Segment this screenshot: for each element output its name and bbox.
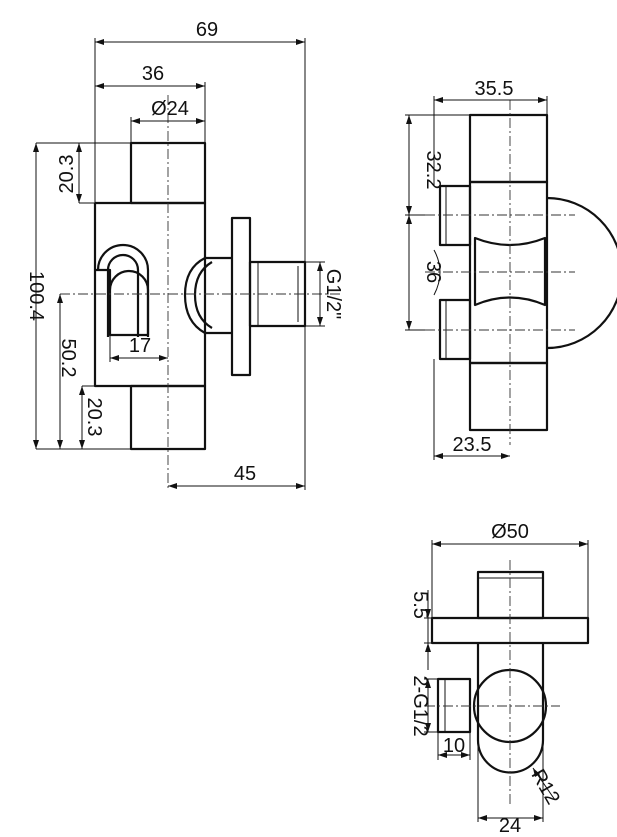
top-view: Ø50 5.5 2-G1/2 10 24 R12 bbox=[409, 521, 590, 837]
front-neck-connect bbox=[205, 256, 232, 335]
side-flange-arc bbox=[546, 196, 617, 350]
front-dim-body-width: 36 bbox=[142, 63, 164, 85]
top-dim-inlet-length: 10 bbox=[443, 735, 465, 757]
front-slot-inner bbox=[106, 253, 140, 337]
front-neck bbox=[183, 257, 206, 334]
front-dim-outlet-reach: 45 bbox=[234, 463, 256, 485]
top-body bbox=[476, 643, 545, 774]
top-inlet bbox=[436, 677, 472, 734]
top-flange bbox=[430, 616, 590, 645]
side-dim-upper: 32.2 bbox=[422, 151, 444, 190]
side-inlet-upper bbox=[438, 184, 472, 247]
front-dim-height-total: 100.4 bbox=[25, 271, 47, 321]
side-dimensions bbox=[405, 96, 548, 460]
front-dimensions bbox=[33, 38, 325, 490]
top-dim-inlet-thread: 2-G1/2 bbox=[409, 675, 431, 736]
top-outlet bbox=[476, 570, 545, 620]
side-waist bbox=[473, 236, 547, 307]
front-main-body bbox=[93, 201, 207, 388]
top-dim-flange-thickness: 5.5 bbox=[409, 591, 431, 619]
front-dim-overall-width: 69 bbox=[196, 19, 218, 41]
front-dim-top-cap: 20.3 bbox=[56, 155, 78, 194]
front-dim-lower-span: 50.2 bbox=[57, 339, 79, 378]
front-slot bbox=[96, 243, 150, 337]
side-dim-overall-width: 35.5 bbox=[475, 78, 514, 100]
side-bottom-cap bbox=[468, 361, 549, 432]
side-body bbox=[468, 180, 549, 365]
front-dim-bottom-cap: 20.3 bbox=[83, 398, 105, 437]
top-dim-radius: R12 bbox=[526, 766, 563, 809]
top-dimensions bbox=[424, 540, 589, 822]
side-dim-depth: 23.5 bbox=[453, 434, 492, 456]
top-dim-flange-diameter: Ø50 bbox=[491, 521, 529, 543]
front-dim-slot-offset: 17 bbox=[129, 335, 151, 357]
front-dim-bore-diameter: Ø24 bbox=[151, 98, 189, 120]
side-view: 35.5 32.2 36 23.5 bbox=[405, 78, 617, 460]
side-top-cap bbox=[468, 113, 549, 184]
top-dim-body-width: 24 bbox=[499, 815, 521, 837]
side-dim-middle: 36 bbox=[422, 261, 444, 283]
front-dim-thread: G1/2" bbox=[322, 269, 344, 319]
front-neck-inner bbox=[193, 261, 213, 329]
front-view: 69 36 Ø24 20.3 100.4 50.2 20.3 17 45 G1/… bbox=[25, 19, 344, 490]
side-inlet-lower bbox=[438, 298, 472, 361]
front-flange bbox=[230, 216, 252, 377]
